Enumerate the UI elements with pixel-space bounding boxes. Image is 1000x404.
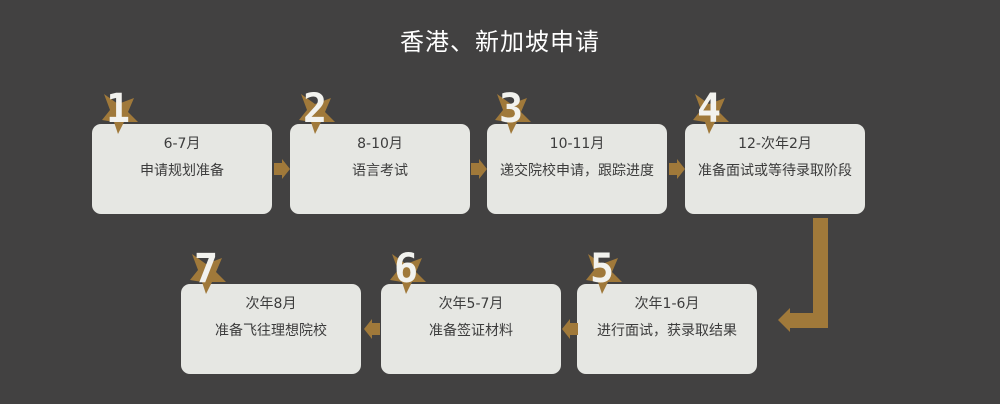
step-desc: 语言考试 [352,163,408,179]
step-number: 6 [393,246,419,292]
step-box-4: 12-次年2月 准备面试或等待录取阶段 [685,124,865,214]
step-desc: 准备面试或等待录取阶段 [698,163,852,179]
step-box-1: 6-7月 申请规划准备 [92,124,272,214]
step-number: 2 [302,86,328,132]
step-period: 12-次年2月 [738,136,812,152]
arrow-right-icon [471,159,487,179]
step-desc: 申请规划准备 [140,163,224,179]
star-icon [390,254,426,294]
step-number: 7 [193,246,219,292]
step-badge-2: 2 [295,86,339,136]
step-badge-1: 1 [98,86,142,136]
star-icon [299,94,335,134]
step-badge-7: 7 [186,246,230,296]
step-number: 1 [105,86,131,132]
arrow-left-icon [562,319,578,339]
step-period: 次年5-7月 [438,296,504,312]
star-icon [693,94,729,134]
step-desc: 进行面试，获录取结果 [597,323,737,339]
step-number: 3 [498,86,524,132]
star-icon [102,94,138,134]
step-badge-4: 4 [689,86,733,136]
step-period: 8-10月 [357,136,403,152]
step-number: 5 [589,246,615,292]
step-box-3: 10-11月 递交院校申请，跟踪进度 [487,124,667,214]
step-box-7: 次年8月 准备飞往理想院校 [181,284,361,374]
star-icon [495,94,531,134]
step-box-2: 8-10月 语言考试 [290,124,470,214]
step-period: 10-11月 [549,136,605,152]
step-desc: 准备签证材料 [429,323,513,339]
step-period: 6-7月 [163,136,201,152]
step-number: 4 [696,86,722,132]
star-icon [190,254,226,294]
step-badge-6: 6 [386,246,430,296]
step-desc: 递交院校申请，跟踪进度 [500,163,654,179]
step-desc: 准备飞往理想院校 [215,323,327,339]
step-badge-5: 5 [582,246,626,296]
arrow-right-icon [274,159,290,179]
step-period: 次年1-6月 [634,296,700,312]
star-icon [586,254,622,294]
step-badge-3: 3 [491,86,535,136]
arrow-left-icon [364,319,380,339]
arrow-right-icon [669,159,685,179]
step-period: 次年8月 [245,296,297,312]
step-box-5: 次年1-6月 进行面试，获录取结果 [577,284,757,374]
diagram-title: 香港、新加坡申请 [400,28,600,56]
step-box-6: 次年5-7月 准备签证材料 [381,284,561,374]
